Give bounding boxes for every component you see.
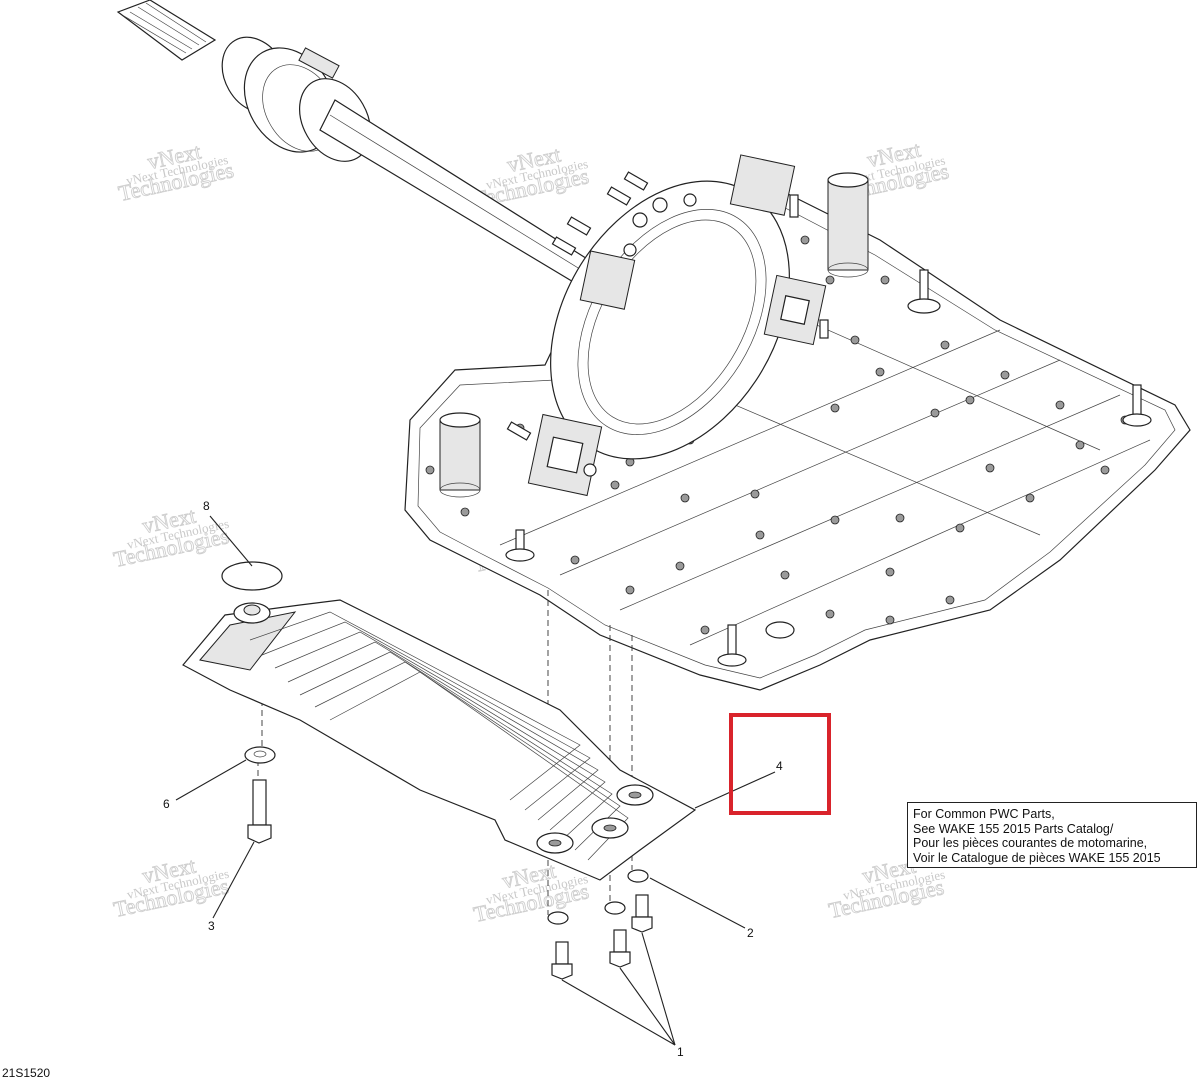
note-line: Pour les pièces courantes de motomarine, bbox=[913, 836, 1148, 850]
callout-1: 1 bbox=[677, 1045, 684, 1059]
post-right bbox=[827, 172, 869, 278]
callout-2: 2 bbox=[747, 926, 754, 940]
leader-lines bbox=[175, 515, 776, 1046]
hardware bbox=[244, 746, 653, 980]
note-line: See WAKE 155 2015 Parts Catalog/ bbox=[913, 821, 1114, 836]
callout-4: 4 bbox=[776, 759, 783, 773]
post-left bbox=[439, 412, 481, 498]
diagram-code: 21S1520 bbox=[2, 1066, 51, 1080]
callout-6: 6 bbox=[163, 797, 170, 811]
note-line: Voir le Catalogue de pièces WAKE 155 201… bbox=[913, 850, 1161, 865]
seal-part-8 bbox=[221, 561, 283, 591]
pump-ring bbox=[506, 154, 829, 497]
callout-8: 8 bbox=[203, 499, 210, 513]
callout-labels: 8 4 6 3 2 1 bbox=[163, 499, 783, 1059]
note-line: For Common PWC Parts, bbox=[913, 807, 1055, 821]
highlight-box bbox=[729, 713, 831, 815]
callout-3: 3 bbox=[208, 919, 215, 933]
intake-grate bbox=[182, 599, 697, 881]
common-parts-note: For Common PWC Parts, See WAKE 155 2015 … bbox=[907, 802, 1197, 868]
